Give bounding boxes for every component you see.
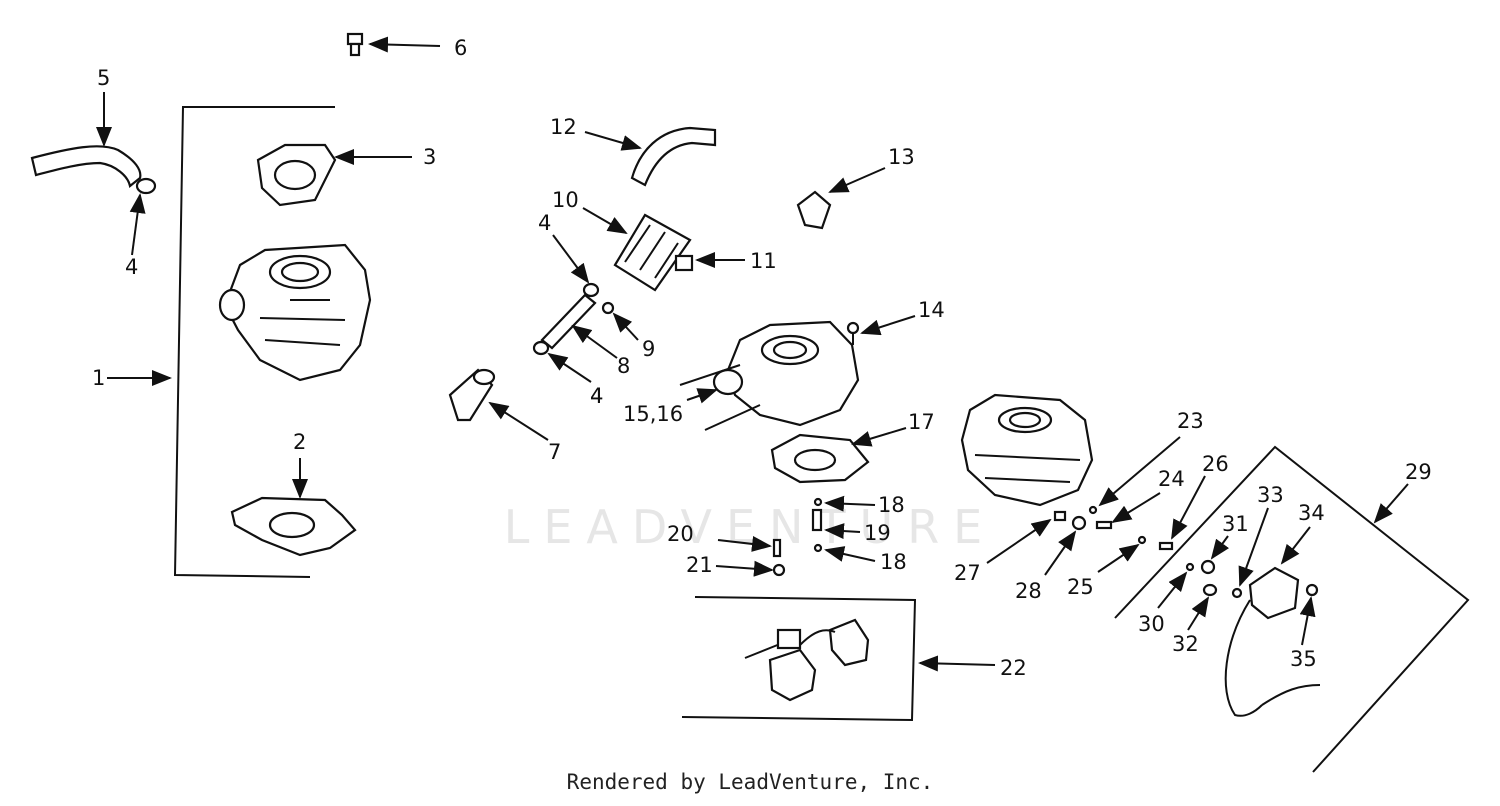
hose-part-12 [630, 126, 717, 187]
callout-label: 26 [1202, 452, 1229, 476]
callout-label: 1 [92, 366, 105, 390]
fuel-hose-part [30, 145, 157, 195]
callout-label: 20 [667, 522, 694, 546]
sensor-part-10 [613, 213, 694, 292]
callout-label: 2 [293, 430, 306, 454]
callout-label: 29 [1405, 460, 1432, 484]
callout-label: 18 [880, 550, 907, 574]
leader-lines [96, 36, 1409, 672]
float-part-22 [744, 618, 870, 702]
watermark: LEADVENTURE [503, 500, 997, 554]
callout-label: 28 [1015, 579, 1042, 603]
callout-label: 24 [1158, 467, 1185, 491]
callout-label: 11 [750, 249, 777, 273]
bolt-part [346, 32, 364, 57]
callout-label: 14 [918, 298, 945, 322]
small-parts-20-21 [772, 538, 786, 577]
assembly-bracket-22 [681, 596, 917, 722]
gasket-part-17 [770, 433, 870, 484]
callout-label: 4 [125, 255, 138, 279]
solenoid-part-33-35 [1185, 559, 1321, 717]
callout-label: 4 [538, 211, 551, 235]
screw-part-14 [846, 321, 860, 345]
callout-label: 5 [97, 66, 110, 90]
callout-label: 32 [1172, 632, 1199, 656]
callout-label: 27 [954, 561, 981, 585]
callout-label: 23 [1177, 409, 1204, 433]
callout-label: 15,16 [623, 402, 683, 426]
callout-label: 34 [1298, 501, 1325, 525]
callout-label: 10 [552, 188, 579, 212]
callout-label: 19 [864, 521, 891, 545]
callout-labels: 1 2 3 4 5 6 4 12 10 4 11 9 8 4 7 13 14 1… [92, 36, 1432, 680]
gasket-part-3 [256, 143, 337, 207]
callout-label: 25 [1067, 575, 1094, 599]
assembly-bracket-1 [173, 106, 335, 578]
small-parts-18-19 [811, 497, 823, 553]
footer-credit: Rendered by LeadVenture, Inc. [566, 770, 934, 794]
callout-label: 35 [1290, 647, 1317, 671]
callout-label: 13 [888, 145, 915, 169]
callout-label: 30 [1138, 612, 1165, 636]
callout-label: 18 [878, 493, 905, 517]
connector-part-13 [796, 190, 832, 230]
assembly-bracket-29 [1114, 445, 1470, 773]
callout-label: 9 [642, 337, 655, 361]
callout-label: 3 [423, 145, 436, 169]
carburetor-body-part-15-16 [679, 320, 860, 431]
callout-label: 31 [1222, 512, 1249, 536]
callout-label: 21 [686, 553, 713, 577]
callout-label: 33 [1257, 483, 1284, 507]
callout-label: 22 [1000, 656, 1027, 680]
carburetor-part-1 [218, 243, 372, 382]
gasket-part-2 [230, 496, 357, 557]
callout-label: 8 [617, 354, 630, 378]
callout-label: 4 [590, 384, 603, 408]
carburetor-housing-part [960, 393, 1094, 507]
callout-label: 7 [548, 440, 561, 464]
filter-part-7 [448, 368, 496, 422]
callout-label: 4 [590, 384, 603, 408]
tube-part-8 [532, 282, 615, 356]
callout-label: 12 [550, 115, 577, 139]
callout-label: 17 [908, 410, 935, 434]
small-parts-23-28 [1053, 505, 1174, 551]
callout-label: 6 [454, 36, 467, 60]
